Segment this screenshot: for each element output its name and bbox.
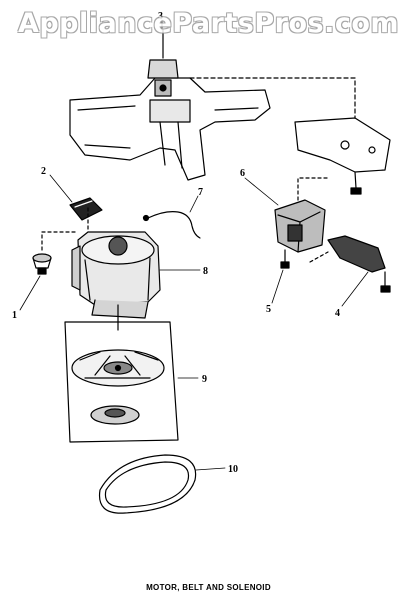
bracket-plate: [294, 117, 391, 195]
callout-5: 5: [266, 304, 271, 315]
part-10-belt: [98, 454, 197, 514]
callout-8: 8: [203, 266, 208, 277]
part-1-grommet: [32, 253, 52, 275]
part-6-solenoid: [274, 199, 326, 253]
callout-7: 7: [198, 187, 203, 198]
leader-lines: [19, 19, 369, 471]
part-9-pulley-fan: [64, 321, 179, 443]
callout-6: 6: [240, 168, 245, 179]
part-4-linkage: [309, 235, 391, 293]
diagram-caption: MOTOR, BELT AND SOLENOID: [146, 583, 271, 592]
callout-3: 3: [158, 11, 163, 22]
callout-labels: 3 2 7 6 8 1 5 4 9 10: [12, 11, 340, 475]
transmission-frame: [69, 77, 271, 181]
callout-4: 4: [335, 308, 340, 319]
part-5-screw: [280, 249, 290, 269]
callout-10: 10: [228, 464, 238, 475]
callout-9: 9: [202, 374, 207, 385]
callout-2: 2: [41, 166, 46, 177]
callout-1: 1: [12, 310, 17, 321]
part-3-shaft-assembly: [147, 29, 179, 97]
part-8-motor: [71, 231, 161, 331]
part-2-clip: [69, 197, 103, 221]
part-7-wire: [142, 211, 201, 239]
